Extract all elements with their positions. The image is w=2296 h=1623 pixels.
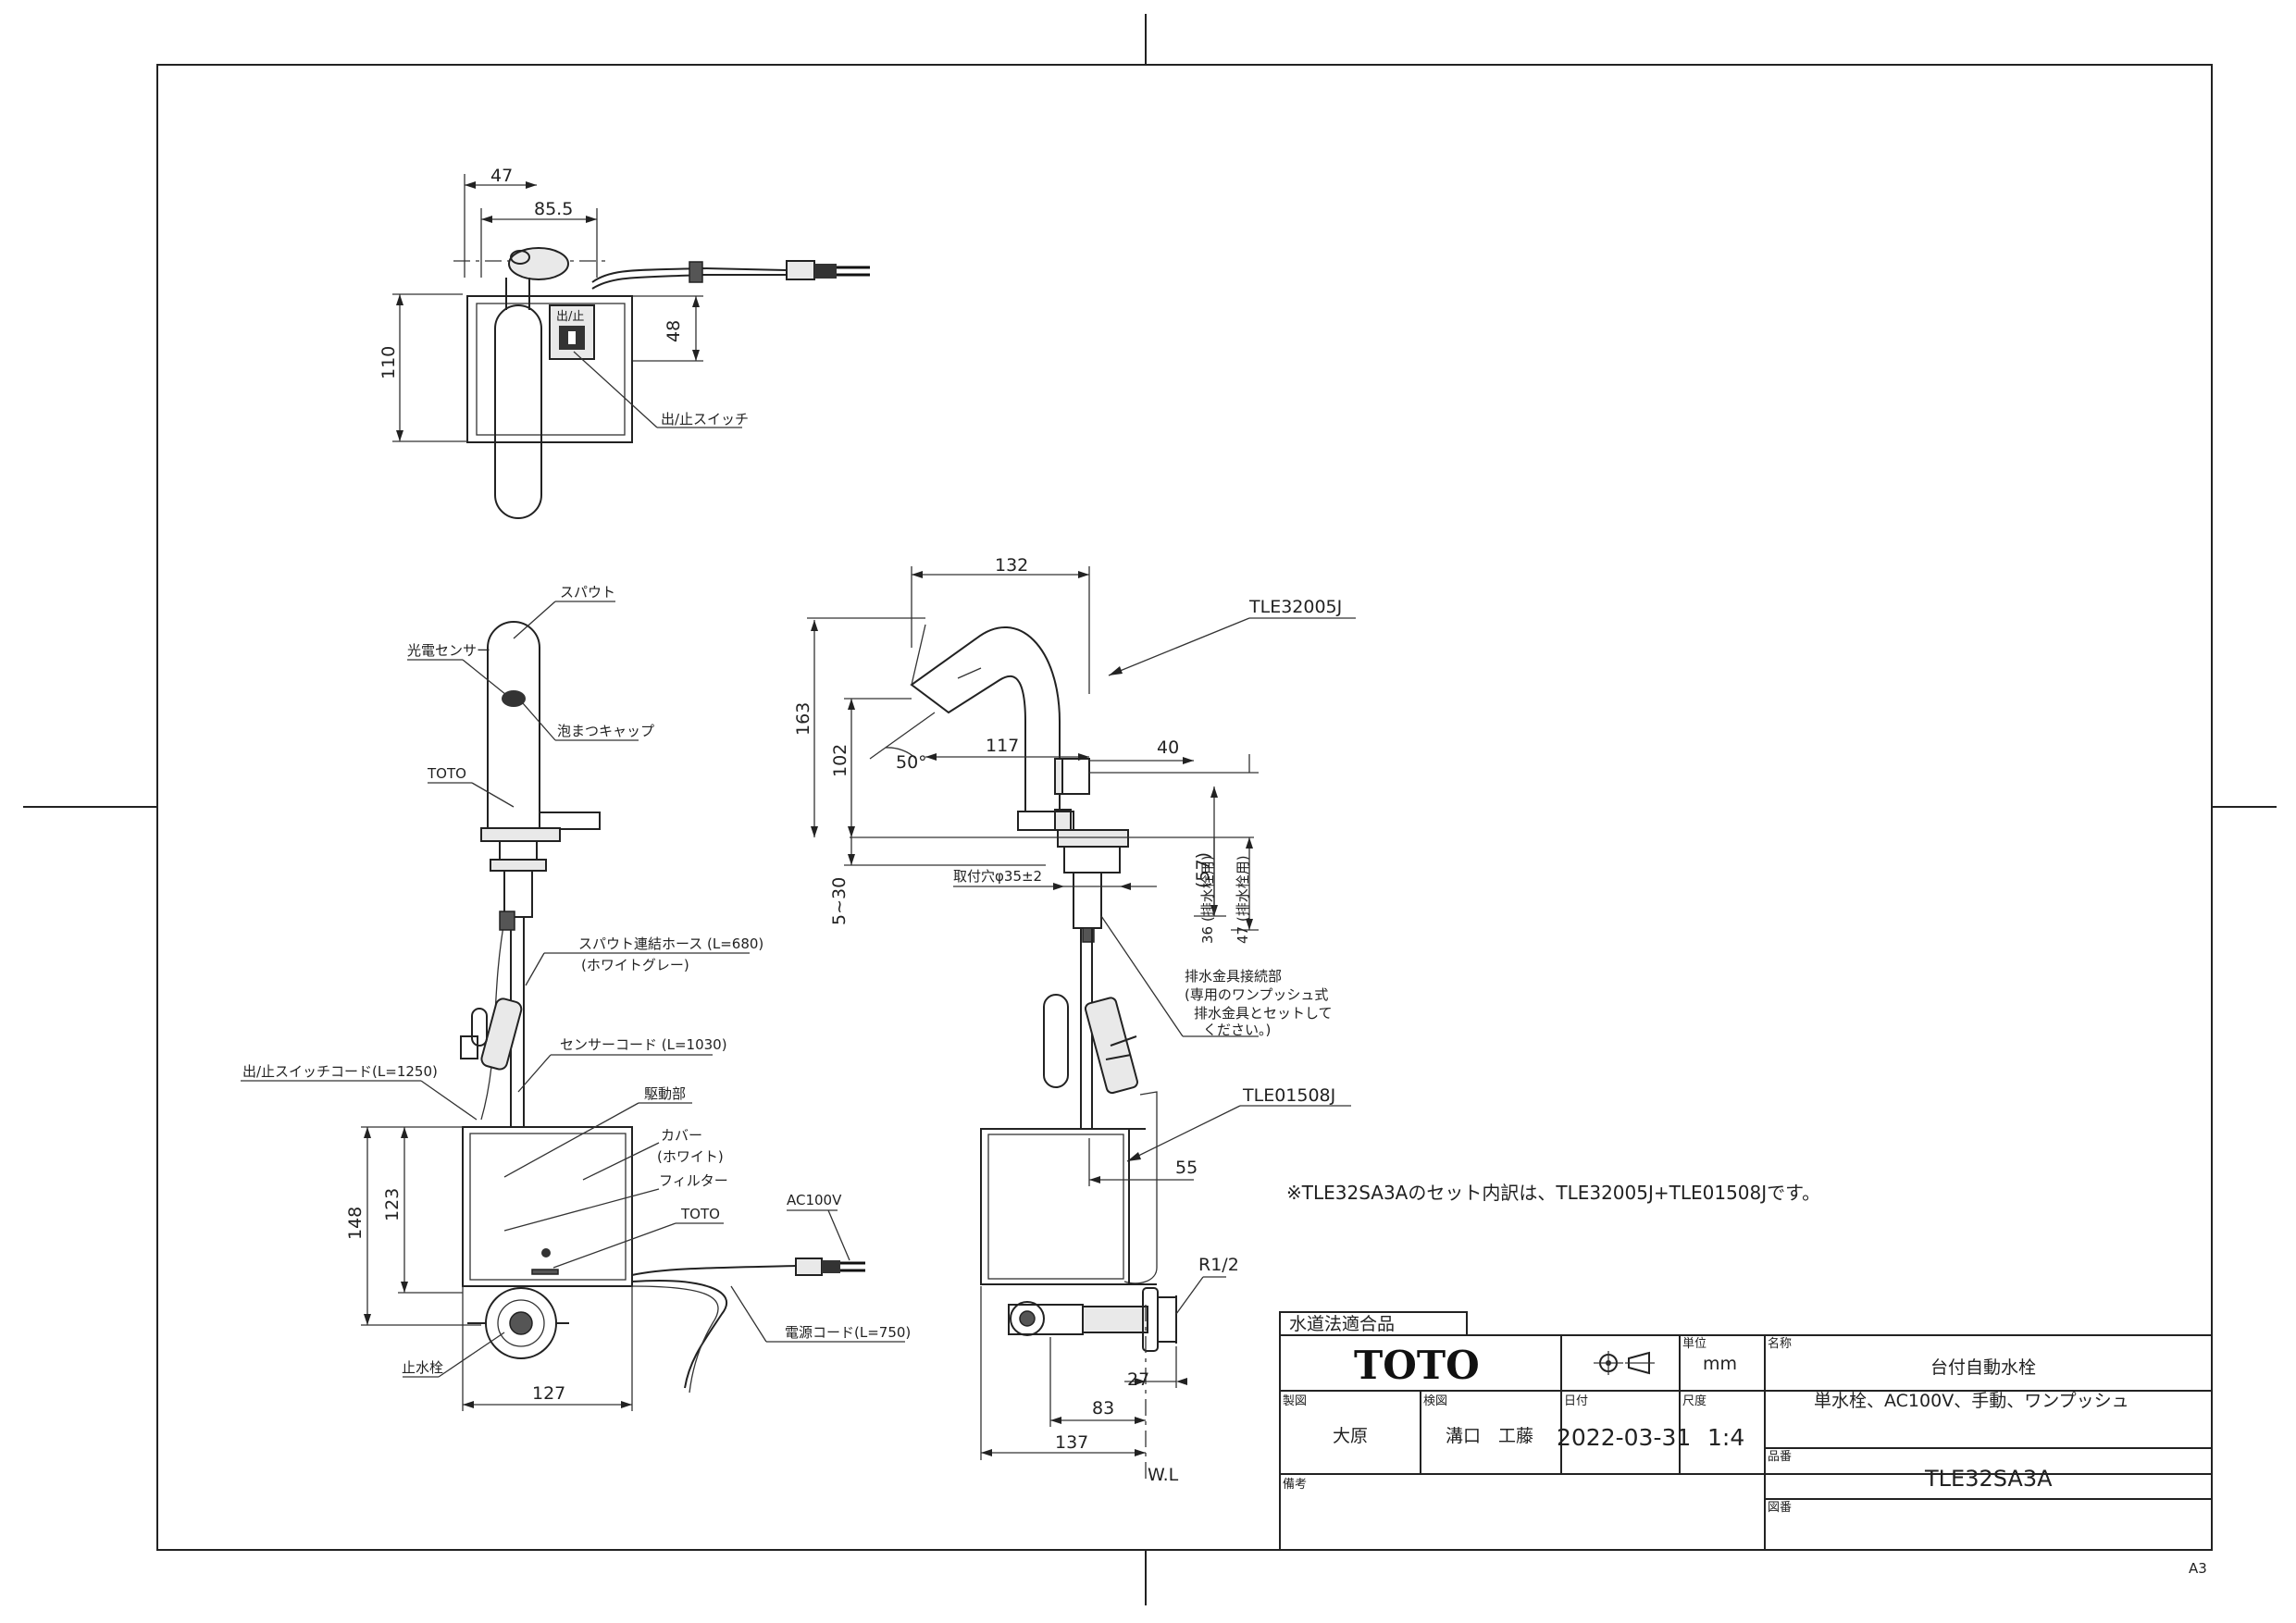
unit-label: 単位 — [1682, 1336, 1706, 1351]
front-view: スパウト 光電センサー 泡まつキャップ TOTO スパウト連結ホース (L=68… — [241, 584, 911, 1411]
label-filter: フィルター — [659, 1172, 728, 1189]
dim-side-5-30: 5~30 — [829, 877, 850, 925]
code-label: 品番 — [1768, 1450, 1792, 1464]
projection-symbol-icon — [1594, 1351, 1655, 1375]
switch-icon-text: 出/止 — [556, 310, 584, 324]
label-drive-unit: 駆動部 — [644, 1085, 686, 1102]
label-spout-hose: スパウト連結ホース (L=680) — [578, 935, 763, 952]
label-cover-color: (ホワイト) — [657, 1148, 724, 1165]
dim-side-angle: 50° — [896, 752, 927, 773]
dim-side-40: 40 — [1157, 737, 1179, 758]
dim-side-83: 83 — [1092, 1398, 1114, 1419]
unit-value: mm — [1703, 1354, 1737, 1374]
dim-side-55: 55 — [1175, 1158, 1198, 1178]
dim-side-102: 102 — [830, 744, 850, 777]
product-spec: 単水栓、AC100V、手動、ワンプッシュ — [1814, 1391, 2129, 1411]
checker-label: 検図 — [1423, 1394, 1447, 1408]
scale-label: 尺度 — [1682, 1394, 1706, 1408]
label-part-2: TLE01508J — [1242, 1085, 1335, 1106]
label-part-1: TLE32005J — [1248, 597, 1342, 617]
label-switch-cord: 出/止スイッチコード(L=1250) — [242, 1063, 438, 1080]
toto-logo: TOTO — [1354, 1343, 1480, 1388]
label-stop-valve: 止水栓 — [402, 1359, 443, 1376]
drafter-label: 製図 — [1283, 1394, 1307, 1408]
dim-front-123: 123 — [382, 1188, 403, 1221]
name-label: 名称 — [1768, 1336, 1792, 1351]
dim-top-48: 48 — [664, 320, 684, 342]
label-drain-4: ください。) — [1203, 1022, 1271, 1038]
dim-side-27: 27 — [1127, 1369, 1149, 1390]
label-sensor: 光電センサー — [407, 642, 490, 659]
dim-front-127: 127 — [532, 1383, 565, 1404]
dim-top-47: 47 — [490, 166, 513, 186]
product-name: 台付自動水栓 — [1930, 1357, 2036, 1378]
checker-value: 溝口 工藤 — [1446, 1426, 1533, 1446]
dim-side-163: 163 — [793, 702, 813, 736]
label-drain-2: (専用のワンプッシュ式 — [1185, 986, 1328, 1003]
date-value: 2022-03-31 — [1557, 1424, 1691, 1451]
remarks-label: 備考 — [1283, 1477, 1307, 1492]
label-sensor-cord: センサーコード (L=1030) — [560, 1036, 727, 1053]
label-spout-hose-color: (ホワイトグレー) — [581, 957, 689, 973]
dim-side-137: 137 — [1055, 1432, 1088, 1453]
dim-top-85-5: 85.5 — [534, 199, 573, 219]
label-ac100v: AC100V — [787, 1192, 842, 1208]
set-note: ※TLE32SA3Aのセット内訳は、TLE32005J+TLE01508Jです。 — [1286, 1182, 1820, 1204]
scale-value: 1:4 — [1707, 1424, 1744, 1451]
drafter-value: 大原 — [1333, 1426, 1368, 1446]
cert-label: 水道法適合品 — [1289, 1314, 1395, 1334]
dim-side-36: 36 (排水栓用) — [1199, 855, 1216, 944]
dim-top-110: 110 — [379, 346, 399, 379]
dim-side-57: (57) — [1193, 852, 1213, 888]
sheet-size: A3 — [2189, 1560, 2207, 1577]
dim-side-132: 132 — [995, 555, 1028, 576]
dim-side-47: 47 (排水栓用) — [1235, 855, 1251, 944]
dim-side-117: 117 — [986, 736, 1019, 756]
label-toto-unit: TOTO — [680, 1206, 720, 1222]
label-drain-1: 排水金具接続部 — [1185, 968, 1282, 985]
label-toto-mark: TOTO — [427, 765, 466, 782]
date-label: 日付 — [1564, 1394, 1588, 1408]
sheet-frame — [23, 14, 2277, 1605]
label-cover: カバー — [661, 1127, 702, 1144]
label-power-cord: 電源コード(L=750) — [785, 1324, 911, 1341]
top-view: 47 85.5 出/止 1 — [379, 166, 870, 519]
drawing-no-label: 図番 — [1768, 1501, 1792, 1515]
product-code: TLE32SA3A — [1924, 1466, 2053, 1492]
label-wl: W.L — [1148, 1465, 1179, 1485]
label-drain-3: 排水金具とセットして — [1194, 1005, 1333, 1022]
label-switch: 出/止スイッチ — [661, 411, 749, 427]
label-aerator: 泡まつキャップ — [557, 723, 654, 739]
title-block: 水道法適合品 TOTO 単位 mm 名称 台付自動水栓 単水栓、AC100V、手… — [1279, 1311, 2213, 1551]
label-spout: スパウト — [560, 584, 615, 601]
side-view: 132 163 102 50° 117 40 5~30 — [793, 555, 1356, 1485]
label-thread: R1/2 — [1198, 1255, 1239, 1275]
label-mount-hole: 取付穴φ35±2 — [953, 868, 1042, 885]
dim-front-148: 148 — [345, 1207, 366, 1240]
